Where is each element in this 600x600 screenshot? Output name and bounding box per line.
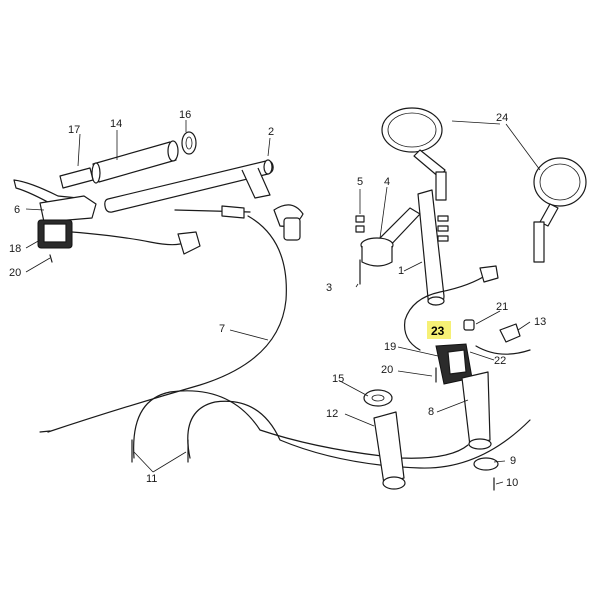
callout-13: 13 xyxy=(534,316,546,328)
callout-4: 4 xyxy=(384,176,390,188)
screws-and-washers xyxy=(355,215,495,491)
callout-10: 10 xyxy=(506,477,518,489)
callout-23: 23 xyxy=(431,324,445,338)
callout-1: 1 xyxy=(398,265,404,277)
callout-7: 7 xyxy=(219,323,225,335)
callout-14: 14 xyxy=(110,118,122,130)
cable-7 xyxy=(39,205,287,433)
callout-11: 11 xyxy=(146,473,157,485)
callout-9: 9 xyxy=(510,455,516,467)
callout-15: 15 xyxy=(332,373,344,385)
callout-16: 16 xyxy=(179,109,191,121)
callout-labels: 17 14 16 2 6 18 20 7 24 5 4 1 3 21 13 23… xyxy=(9,109,546,489)
left-grip xyxy=(363,389,406,490)
callout-2: 2 xyxy=(268,126,274,138)
callout-5: 5 xyxy=(357,176,363,188)
leader-lines xyxy=(25,120,541,485)
callout-20-left: 20 xyxy=(9,267,21,279)
highlight-box xyxy=(427,321,451,339)
mirror-left xyxy=(381,107,447,201)
callout-19: 19 xyxy=(384,341,396,353)
mirror-right xyxy=(533,157,587,263)
callout-17: 17 xyxy=(68,124,80,136)
callout-20-right: 20 xyxy=(381,364,393,376)
callout-6: 6 xyxy=(14,204,20,216)
handlebar-right-tube xyxy=(360,189,445,306)
callout-22: 22 xyxy=(494,355,506,367)
handlebar-left-tube xyxy=(104,159,304,241)
callout-3: 3 xyxy=(326,282,332,294)
callout-8: 8 xyxy=(428,406,434,418)
left-lever-assembly xyxy=(13,179,201,263)
throttle-grip-tube xyxy=(59,131,197,189)
cables-11 xyxy=(131,390,531,469)
callout-21: 21 xyxy=(496,301,508,313)
callout-12: 12 xyxy=(326,408,338,420)
right-switch-assembly xyxy=(403,265,531,385)
callout-24: 24 xyxy=(496,112,508,124)
right-throttle-grip xyxy=(461,371,499,471)
callout-18: 18 xyxy=(9,243,21,255)
